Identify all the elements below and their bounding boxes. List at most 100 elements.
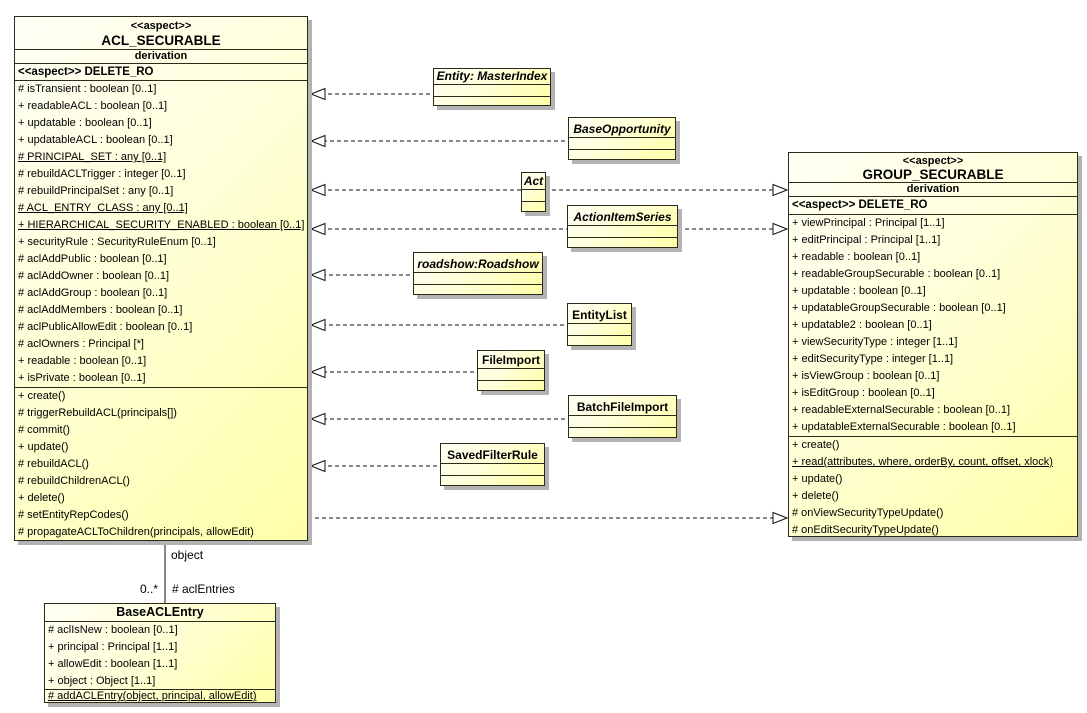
class-act[interactable]: Act [521,172,546,212]
operations-compartment [568,336,631,345]
attribute-row: # aclAddGroup : boolean [0..1] [18,287,168,299]
delete-ro-compartment: <<aspect>> DELETE_RO [15,64,307,81]
realization-fileimport-to-acl-securable[interactable] [309,365,481,379]
attribute-row: # aclOwners : Principal [*] [18,338,144,350]
class-savedfilterrule[interactable]: SavedFilterRule [440,443,545,486]
attribute-row: # aclAddOwner : boolean [0..1] [18,270,170,282]
class-name: BaseACLEntry [45,604,275,622]
class-batchfileimport[interactable]: BatchFileImport [568,395,677,438]
operations-compartment [569,150,675,159]
operations-compartment [569,428,676,437]
attribute-row: + updatableExternalSecurable : boolean [… [792,421,1016,433]
class-group-securable[interactable]: <<aspect>> GROUP_SECURABLE derivation <<… [788,152,1078,537]
realization-entity-masterindex-to-acl-securable[interactable] [309,87,437,101]
derivation-compartment: derivation [789,183,1077,197]
operation-row: # triggerRebuildACL(principals[]) [18,407,177,419]
attributes-compartment: + viewPrincipal : Principal [1..1] + edit… [789,215,1077,437]
class-name: BaseOpportunity [569,118,675,138]
attribute-row: + isViewGroup : boolean [0..1] [792,370,940,382]
class-name: SavedFilterRule [441,444,544,464]
class-entitylist[interactable]: EntityList [567,303,632,346]
realization-baseopportunity-to-acl-securable[interactable] [309,134,572,148]
stereotype-label: <<aspect>> [902,155,964,167]
class-baseopportunity[interactable]: BaseOpportunity [568,117,676,160]
operations-compartment: + create() # triggerRebuildACL(principals… [15,388,307,542]
operations-compartment [434,97,550,106]
stereotype-label: <<aspect>> [130,20,192,32]
attributes-compartment [522,190,545,202]
class-name: FileImport [478,351,544,369]
attribute-row: + isEditGroup : boolean [0..1] [792,387,935,399]
class-name: Entity: MasterIndex [434,69,550,85]
attribute-row: + editSecurityType : integer [1..1] [792,353,954,365]
realization-batchfileimport-to-acl-securable[interactable] [309,412,572,426]
realization-act-to-acl-securable-and-group-securable[interactable] [309,183,789,197]
attributes-compartment [568,226,677,238]
hollow-triangle-arrowhead [309,134,326,148]
operation-row: + delete() [18,492,65,504]
operations-compartment: + create() + read(attributes, where, orde… [789,437,1077,538]
operation-row: + update() [18,441,69,453]
operations-compartment [414,285,542,294]
realization-acl-securable-to-group-securable[interactable] [308,511,789,525]
class-name: roadshow:Roadshow [414,253,542,273]
attribute-row: + editPrincipal : Principal [1..1] [792,234,941,246]
attribute-row: + allowEdit : boolean [1..1] [48,658,178,670]
attribute-row: # rebuildACLTrigger : integer [0..1] [18,168,186,180]
class-actionitemseries[interactable]: ActionItemSeries [567,205,678,248]
attribute-row: + updatable : boolean [0..1] [18,117,152,129]
operations-compartment [568,238,677,247]
attributes-compartment [569,138,675,150]
operation-row: # propagateACLToChildren(principals, all… [18,526,254,538]
realization-actionitemseries-to-acl-securable-and-group-securable[interactable] [309,222,789,236]
hollow-triangle-arrowhead [772,511,789,525]
attribute-row: + viewPrincipal : Principal [1..1] [792,217,945,229]
hollow-triangle-arrowhead [309,459,326,473]
attribute-row: # aclAddPublic : boolean [0..1] [18,253,167,265]
realization-roadshow-to-acl-securable[interactable] [309,268,417,282]
operation-row: + read(attributes, where, orderBy, count… [792,456,1053,468]
attributes-compartment [568,324,631,336]
operation-row: + create() [792,439,840,451]
attribute-row: + viewSecurityType : integer [1..1] [792,336,958,348]
attribute-row: # PRINCIPAL_SET : any [0..1] [18,151,167,163]
hollow-triangle-arrowhead [309,268,326,282]
attribute-row: + updatableGroupSecurable : boolean [0..… [792,302,1006,314]
hollow-triangle-arrowhead [309,365,326,379]
realization-savedfilterrule-to-acl-securable[interactable] [309,459,444,473]
operation-row: + delete() [792,490,839,502]
attribute-row: + readableExternalSecurable : boolean [0… [792,404,1011,416]
class-roadshow[interactable]: roadshow:Roadshow [413,252,543,295]
hollow-triangle-arrowhead [309,412,326,426]
operation-row: # onViewSecurityTypeUpdate() [792,507,944,519]
operation-row: # setEntityRepCodes() [18,509,129,521]
attribute-row: + updatable2 : boolean [0..1] [792,319,932,331]
attribute-row: # aclPublicAllowEdit : boolean [0..1] [18,321,193,333]
hollow-triangle-arrowhead [309,87,326,101]
class-header: <<aspect>> GROUP_SECURABLE [789,153,1077,183]
attributes-compartment: # isTransient : boolean [0..1]+ readable… [15,81,307,388]
operations-compartment: # addACLEntry(object, principal, allowEd… [45,690,275,704]
class-name: ACL_SECURABLE [101,33,221,48]
attribute-row: # ACL_ENTRY_CLASS : any [0..1] [18,202,188,214]
class-acl-securable[interactable]: <<aspect>> ACL_SECURABLE derivation <<as… [14,16,308,541]
operation-row: # rebuildACL() [18,458,89,470]
hollow-triangle-arrowhead [309,318,326,332]
class-name: GROUP_SECURABLE [862,167,1004,182]
class-name: EntityList [568,304,631,324]
class-entity-masterindex[interactable]: Entity: MasterIndex [433,68,551,106]
class-baseaclentry[interactable]: BaseACLEntry # aclIsNew : boolean [0..1]… [44,603,276,703]
operations-compartment [478,381,544,390]
operation-row: # rebuildChildrenACL() [18,475,130,487]
attributes-compartment [434,85,550,97]
operations-compartment [441,476,544,485]
operation-row: + create() [18,390,66,402]
class-fileimport[interactable]: FileImport [477,350,545,391]
attributes-compartment [414,273,542,285]
hollow-triangle-arrowhead [309,183,326,197]
attributes-compartment [441,464,544,476]
class-name: BatchFileImport [569,396,676,416]
realization-entitylist-to-acl-securable[interactable] [309,318,571,332]
